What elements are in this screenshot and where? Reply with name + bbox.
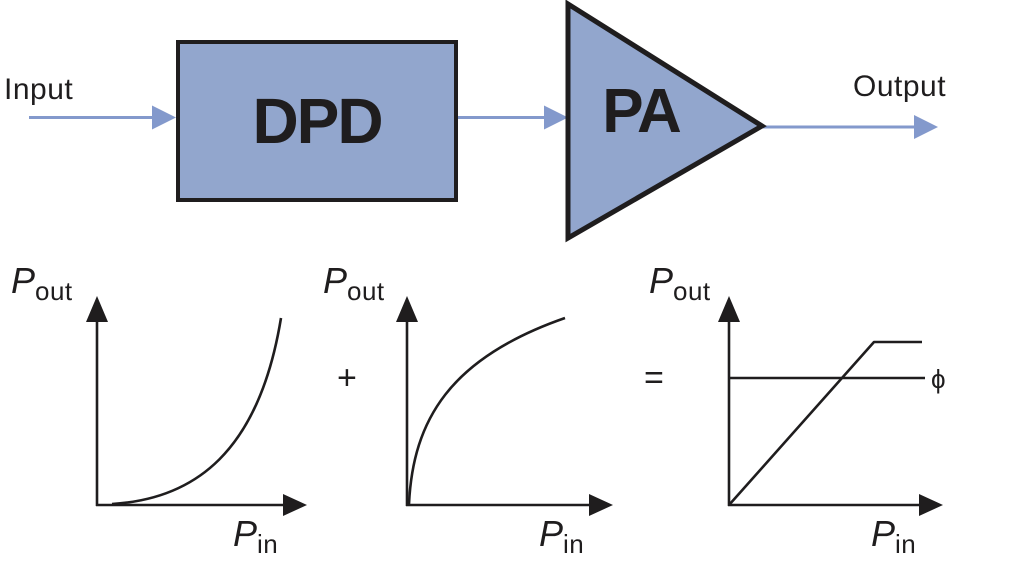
pa-block-label: PA (602, 77, 682, 146)
out-subscript: out (347, 276, 385, 306)
graph3-linear-saturating-curve (728, 340, 922, 506)
output-arrow (763, 115, 938, 139)
pa-triangle (565, 0, 767, 243)
graph1-expanding-curve (111, 317, 283, 506)
dpd-block-label: DPD (252, 85, 383, 157)
dpd-to-pa-arrow (456, 105, 568, 130)
graph1-x-arrowhead (283, 494, 307, 516)
graph2 (396, 296, 613, 516)
output-label: Output (853, 70, 947, 103)
in-subscript: in (563, 529, 585, 559)
graph2-yaxis-label: Pout (323, 260, 385, 306)
graph1-yaxis-label: Pout (11, 260, 73, 306)
graph3-xaxis-label: Pin (871, 513, 917, 559)
p-symbol: P (649, 260, 674, 301)
in-subscript: in (895, 529, 917, 559)
graph1-y-arrowhead (86, 296, 108, 322)
graph2-compressing-curve (407, 316, 566, 505)
out-subscript: out (673, 276, 711, 306)
input-arrow (29, 105, 176, 130)
input-label: Input (4, 73, 74, 106)
graph1 (86, 296, 307, 516)
graph2-xaxis-label: Pin (539, 513, 585, 559)
graph1-xaxis-label: Pin (233, 513, 279, 559)
p-symbol: P (871, 513, 896, 554)
plus-operator: + (337, 359, 357, 397)
phi-label: ϕ (931, 364, 946, 394)
graph3-x-arrowhead (919, 494, 943, 516)
p-symbol: P (539, 513, 564, 554)
p-symbol: P (11, 260, 36, 301)
graph2-y-arrowhead (396, 296, 418, 322)
out-subscript: out (35, 276, 73, 306)
p-symbol: P (323, 260, 348, 301)
graph3 (718, 296, 943, 516)
equals-operator: = (644, 359, 664, 397)
p-symbol: P (233, 513, 258, 554)
dpd-block: DPD (176, 40, 458, 202)
graph3-yaxis-label: Pout (649, 260, 711, 306)
in-subscript: in (257, 529, 279, 559)
graph2-x-arrowhead (589, 494, 613, 516)
graph3-y-arrowhead (718, 296, 740, 322)
